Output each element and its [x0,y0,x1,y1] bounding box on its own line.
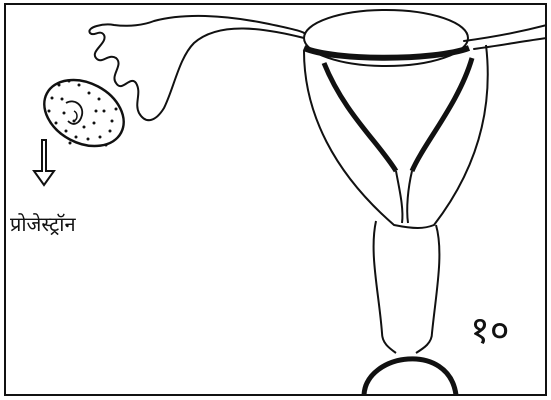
diagram-frame: प्रोजेस्ट्रॉन १० [4,3,547,396]
reproductive-diagram: प्रोजेस्ट्रॉन १० [4,3,547,396]
hormone-label: प्रोजेस्ट्रॉन [10,212,76,236]
fallopian-tube-icon [89,16,547,120]
figure-border [5,4,546,395]
arrow-down-icon [34,140,54,185]
uterus-icon [304,10,488,395]
ovary-icon [33,67,135,159]
figure-number: १० [470,308,510,352]
